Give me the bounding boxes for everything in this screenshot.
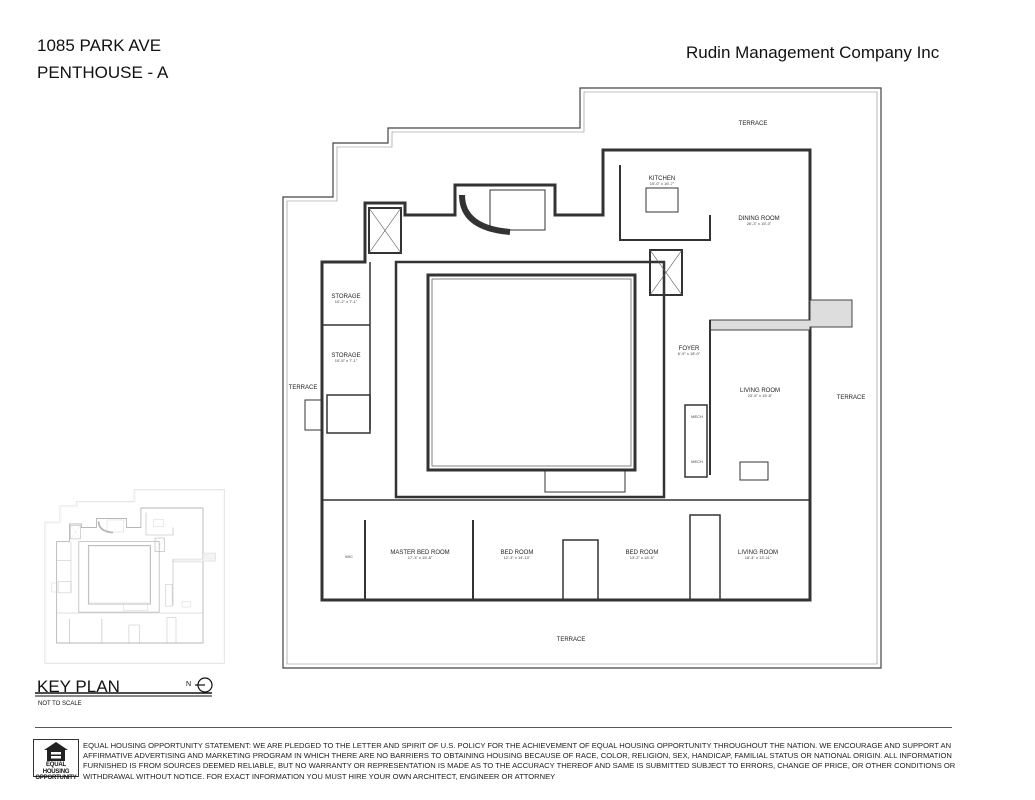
key-plan-subtitle: NOT TO SCALE (38, 701, 82, 707)
room-storage-1-dims: 10'-2" x 7'-1" (335, 299, 358, 304)
room-kitchen: KITCHEN (649, 176, 675, 182)
room-dining-dims: 26'-3" x 15'-3" (747, 221, 772, 226)
company-name: Rudin Management Company Inc (686, 43, 940, 62)
room-storage-1: STORAGE (331, 294, 360, 300)
room-living-dims: 23'-5" x 15'-8" (748, 393, 773, 398)
room-master-bed: MASTER BED ROOM (390, 550, 449, 556)
room-storage-2: STORAGE (331, 353, 360, 359)
room-bed-1-dims: 12'-3" x 14'-10" (504, 555, 531, 560)
room-foyer-dims: 6'-9" x 18'-0" (678, 351, 701, 356)
room-foyer: FOYER (679, 346, 700, 352)
room-dining: DINING ROOM (738, 216, 779, 222)
footer-divider (35, 727, 952, 728)
room-living-2: LIVING ROOM (738, 550, 778, 556)
mech-label-2: MECH (691, 459, 703, 464)
wic-label: WIC (345, 554, 353, 559)
terrace-top-label: TERRACE (739, 121, 768, 127)
room-master-bed-dims: 17'-3" x 15'-8" (408, 555, 433, 560)
equal-housing-logo: EQUAL HOUSING OPPORTUNITY (33, 739, 79, 781)
mech-label-1: MECH (691, 414, 703, 419)
room-bed-2: BED ROOM (626, 550, 659, 556)
room-living-2-dims: 18'-4" x 13'-11" (745, 555, 772, 560)
north-label: N (186, 681, 192, 688)
terrace-left-label: TERRACE (289, 385, 318, 391)
room-bed-1: BED ROOM (501, 550, 534, 556)
disclaimer-text: EQUAL HOUSING OPPORTUNITY STATEMENT: WE … (83, 741, 956, 781)
address-line-1: 1085 PARK AVE (37, 36, 162, 55)
room-kitchen-dims: 15'-0" x 16'-7" (650, 181, 675, 186)
room-storage-2-dims: 10'-5" x 7'-1" (335, 358, 358, 363)
address-line-2: PENTHOUSE - A (37, 63, 169, 82)
room-living: LIVING ROOM (740, 388, 780, 394)
key-plan-title: KEY PLAN (37, 677, 120, 696)
terrace-bottom-label: TERRACE (557, 637, 586, 643)
room-bed-2-dims: 13'-2" x 18'-5" (630, 555, 655, 560)
key-plan-thumbnail (44, 488, 226, 665)
main-floor-plan (283, 88, 881, 668)
equal-housing-logo-text: EQUAL HOUSING OPPORTUNITY (35, 762, 77, 781)
house-icon (44, 742, 68, 761)
terrace-right-label: TERRACE (837, 395, 866, 401)
